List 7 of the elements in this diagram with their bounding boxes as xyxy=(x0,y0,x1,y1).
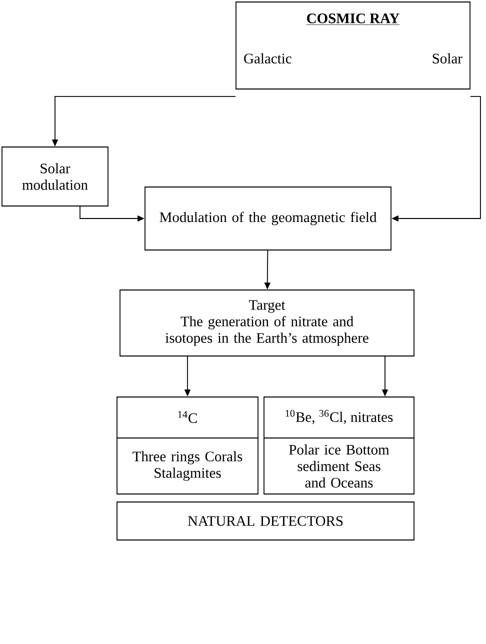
process-box: Solar modulation xyxy=(2,146,108,206)
cosmic-ray-box: COSMIC RAY Galactic Solar xyxy=(236,2,470,90)
process-box: Target The generation of nitrate and isotopes in the Earth’s atmosphere xyxy=(120,290,414,356)
process-box: Modulation of the geomagnetic field xyxy=(144,186,392,250)
detector-box: $^{10}$Be, $^{36}$Cl, nitrates Polar ice Bottom sediment Seas and Oceans xyxy=(264,396,414,494)
detector-box: $^{14}$C Three rings Corals Stalagmites xyxy=(116,396,258,494)
process-box: NATURAL DETECTORS xyxy=(116,502,414,540)
